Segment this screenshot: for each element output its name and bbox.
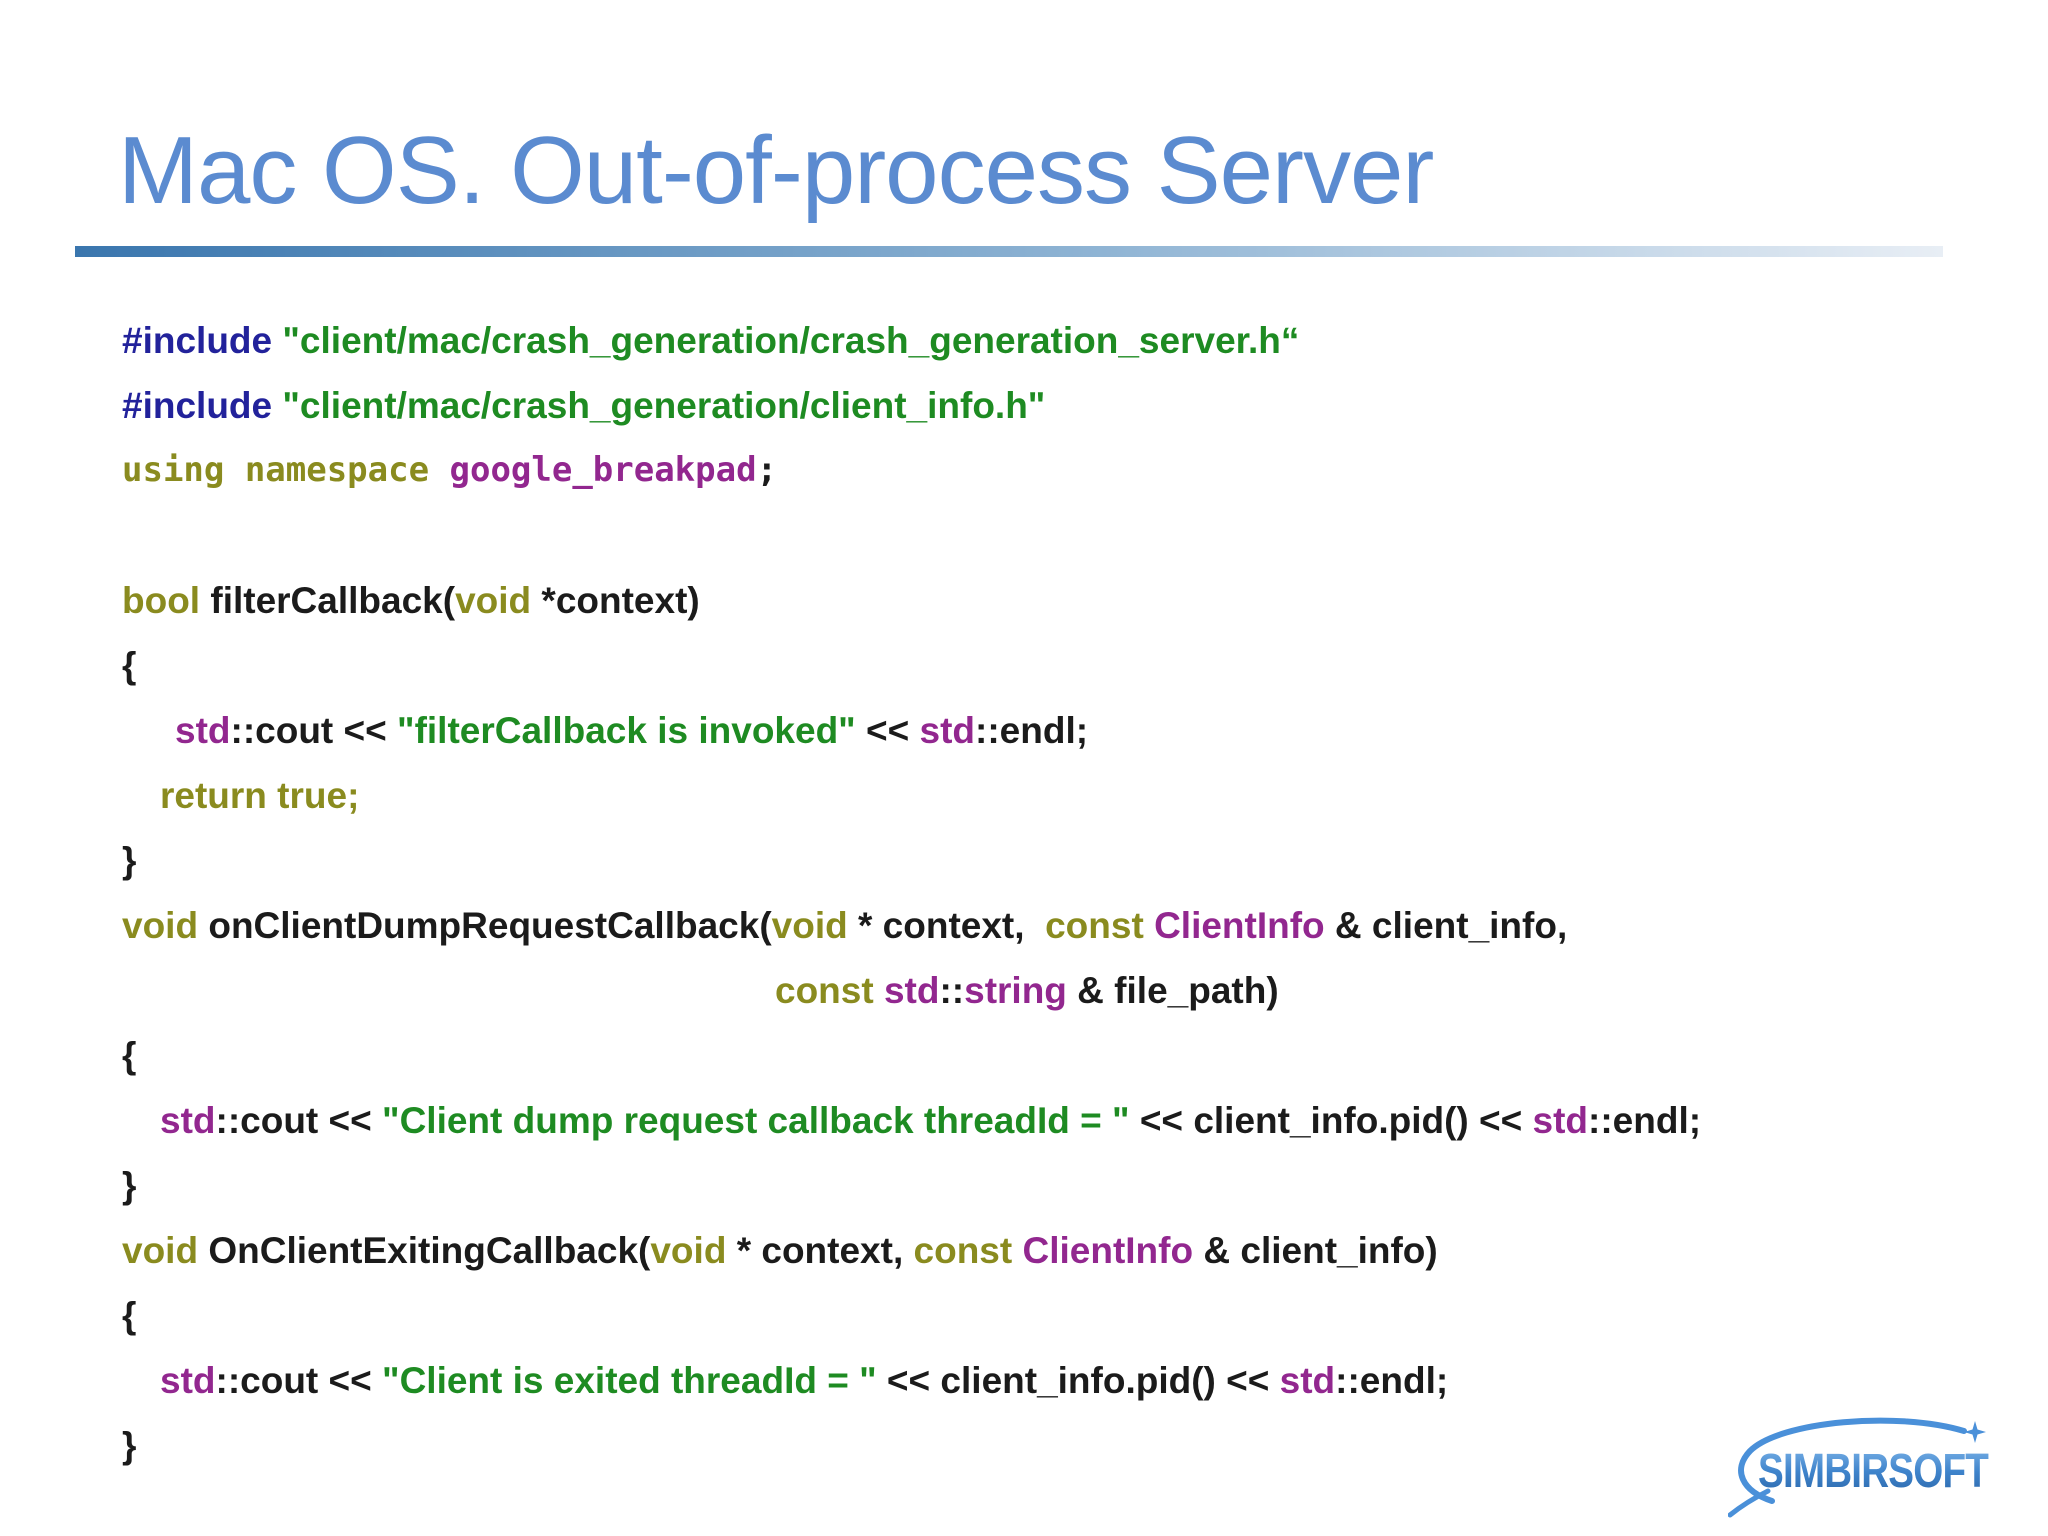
code-token-kw: void: [771, 905, 848, 946]
code-token-str: "client/mac/crash_generation/crash_gener…: [282, 320, 1300, 361]
code-token-plain: ::endl;: [975, 710, 1089, 751]
code-token-plain: [874, 970, 884, 1011]
code-token-kw: return true;: [160, 775, 360, 816]
code-line: void onClientDumpRequestCallback(void * …: [122, 893, 1701, 958]
code-token-kw: using namespace: [122, 450, 450, 490]
code-token-plain: * context,: [847, 905, 1046, 946]
code-token-plain: filterCallback(: [200, 580, 456, 621]
code-line: [122, 503, 1701, 568]
code-token-ns: std: [883, 970, 940, 1011]
code-token-str: "client/mac/crash_generation/client_info…: [282, 385, 1046, 426]
code-token-ns: std: [919, 710, 976, 751]
code-token-plain: {: [122, 1035, 137, 1076]
code-token-plain: ::: [939, 970, 965, 1011]
code-token-plain: ::cout <<: [215, 1360, 383, 1401]
code-token-ns: std: [160, 1100, 216, 1141]
code-token-ns: std: [175, 710, 231, 751]
code-line: {: [122, 1023, 1701, 1088]
code-line: bool filterCallback(void *context): [122, 568, 1701, 633]
code-token-plain: OnClientExitingCallback(: [198, 1230, 651, 1271]
code-token-plain: <<: [855, 710, 920, 751]
code-line: }: [122, 1413, 1701, 1478]
code-line: {: [122, 633, 1701, 698]
logo-star-icon: [1964, 1421, 1986, 1443]
simbirsoft-logo: SIMBIRSOFT: [1728, 1417, 1990, 1518]
code-token-ns: string: [964, 970, 1067, 1011]
code-token-ns: google_breakpad: [449, 450, 757, 490]
code-token-ns: std: [1279, 1360, 1336, 1401]
code-token-plain: & file_path): [1066, 970, 1279, 1011]
code-token-plain: *context): [531, 580, 700, 621]
code-token-plain: onClientDumpRequestCallback(: [198, 905, 772, 946]
code-token-kw: void: [455, 580, 532, 621]
code-token-ns: std: [160, 1360, 216, 1401]
code-line: #include "client/mac/crash_generation/cl…: [122, 373, 1701, 438]
code-token-plain: }: [122, 1165, 137, 1206]
code-token-kw: void: [122, 1230, 199, 1271]
code-line: return true;: [122, 763, 1701, 828]
code-token-plain: & client_info,: [1324, 905, 1568, 946]
code-token-kw: const: [1045, 905, 1144, 946]
code-token-plain: [1144, 905, 1154, 946]
code-token-plain: [1012, 1230, 1022, 1271]
title-underline: [75, 246, 1943, 257]
code-line: #include "client/mac/crash_generation/cr…: [122, 308, 1701, 373]
code-token-ns: ClientInfo: [1022, 1230, 1194, 1271]
page-title: Mac OS. Out-of-process Server: [118, 117, 1434, 225]
code-token-str: "Client is exited threadId = ": [382, 1360, 877, 1401]
code-token-plain: ::endl;: [1335, 1360, 1449, 1401]
code-block: #include "client/mac/crash_generation/cr…: [122, 308, 1701, 1478]
code-line: }: [122, 1153, 1701, 1218]
code-token-str: "filterCallback is invoked": [397, 710, 856, 751]
code-line: std::cout << "Client is exited threadId …: [122, 1348, 1701, 1413]
logo-swoosh-tail-icon: [1728, 1488, 1771, 1518]
code-line: std::cout << "filterCallback is invoked"…: [122, 698, 1701, 763]
code-line: void OnClientExitingCallback(void * cont…: [122, 1218, 1701, 1283]
code-token-plain: ::cout <<: [230, 710, 398, 751]
code-token-plain: << client_info.pid() <<: [1129, 1100, 1533, 1141]
code-line: {: [122, 1283, 1701, 1348]
code-token-plain: << client_info.pid() <<: [876, 1360, 1280, 1401]
code-line: const std::string & file_path): [122, 958, 1701, 1023]
code-token-kw: bool: [122, 580, 201, 621]
logo-swoosh-icon: [1738, 1417, 1967, 1504]
code-line: }: [122, 828, 1701, 893]
code-token-pp: #include: [122, 320, 283, 361]
code-token-kw: void: [122, 905, 199, 946]
code-token-plain: }: [122, 1425, 137, 1466]
logo-text: SIMBIRSOFT: [1758, 1445, 1989, 1498]
code-token-kw: const: [775, 970, 874, 1011]
code-token-pp: #include: [122, 385, 283, 426]
code-token-kw: void: [650, 1230, 727, 1271]
code-token-plain: ;: [756, 450, 778, 490]
code-token-ns: ClientInfo: [1154, 905, 1325, 946]
code-token-plain: }: [122, 840, 137, 881]
code-token-kw: const: [913, 1230, 1013, 1271]
code-line: std::cout << "Client dump request callba…: [122, 1088, 1701, 1153]
code-token-ns: std: [1532, 1100, 1589, 1141]
code-token-plain: * context,: [726, 1230, 914, 1271]
code-line: using namespace google_breakpad;: [122, 438, 1701, 503]
code-token-plain: ::cout <<: [215, 1100, 383, 1141]
code-token-plain: ::endl;: [1588, 1100, 1702, 1141]
code-token-str: "Client dump request callback threadId =…: [382, 1100, 1130, 1141]
code-token-plain: {: [122, 645, 137, 686]
code-token-plain: & client_info): [1193, 1230, 1438, 1271]
code-token-plain: {: [122, 1295, 137, 1336]
